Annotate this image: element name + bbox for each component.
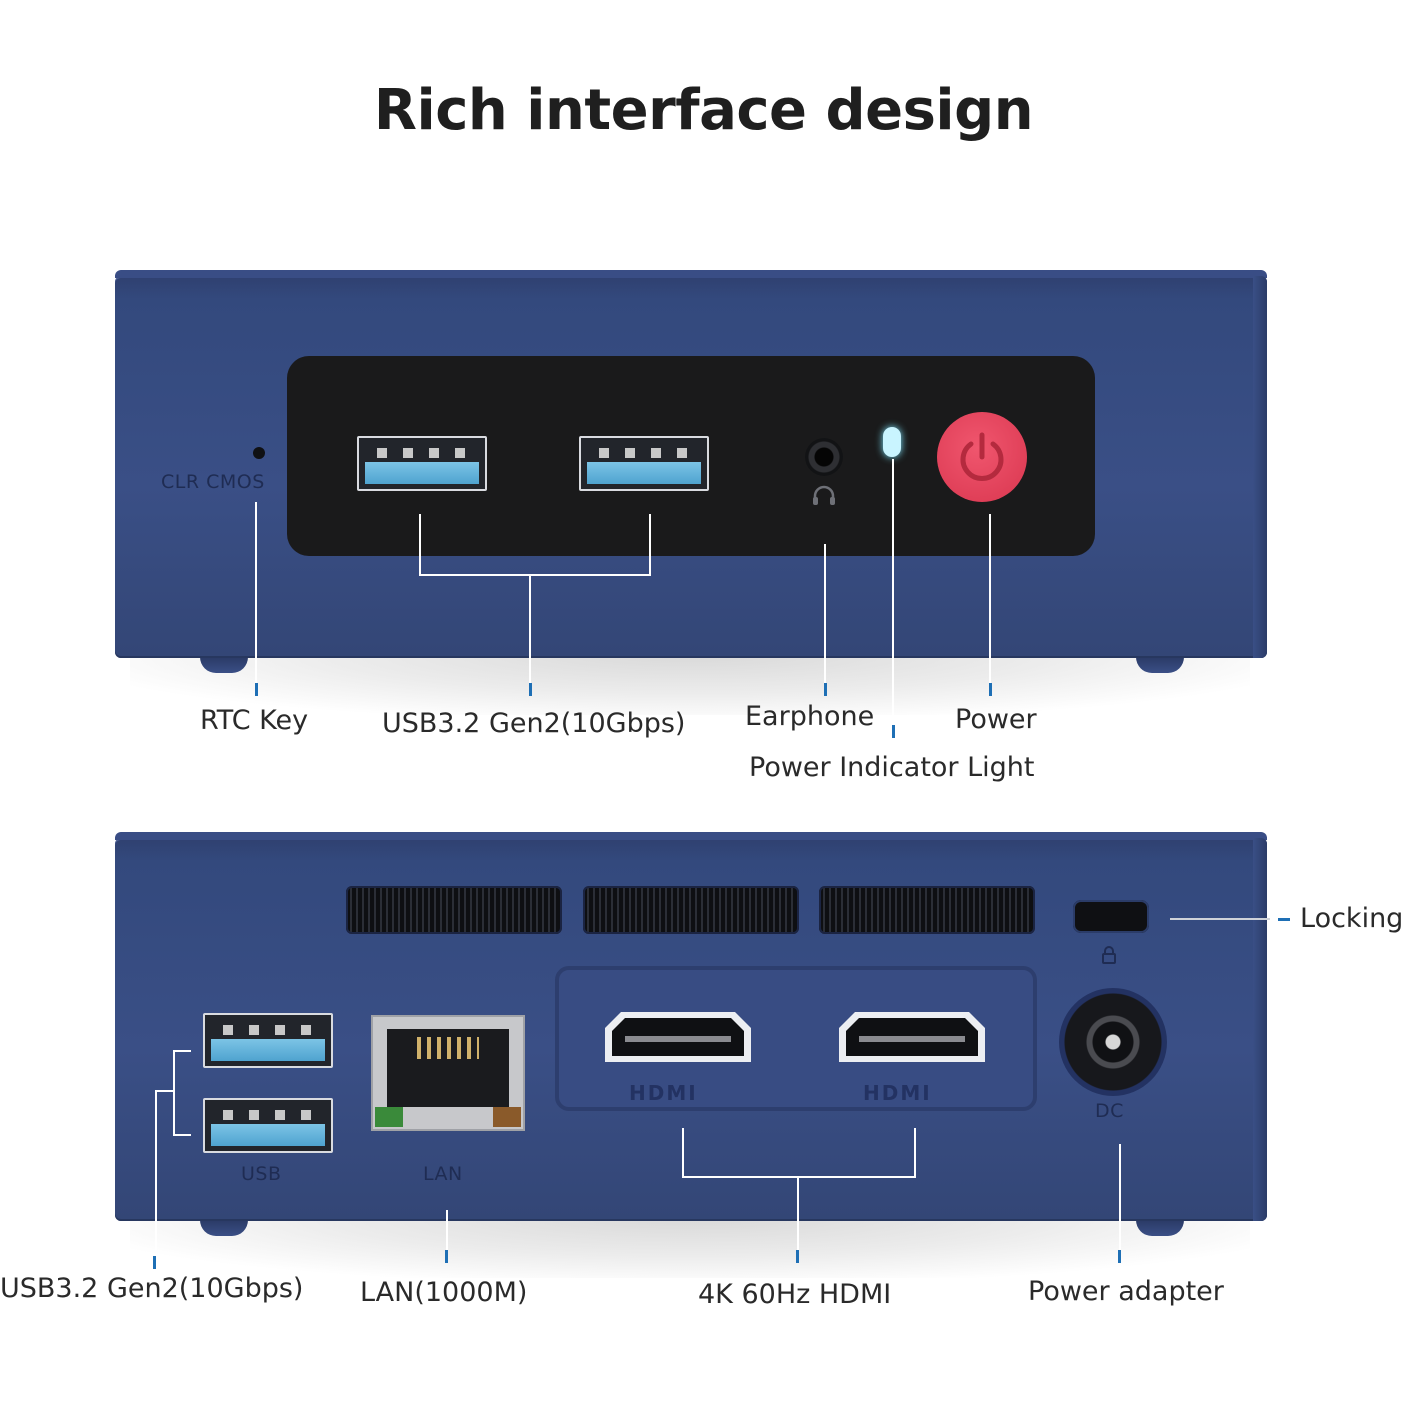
hdmi-logo-2: HDMI	[863, 1081, 932, 1105]
callout-rtc-key: RTC Key	[200, 705, 309, 736]
lock-icon	[1102, 946, 1116, 964]
page-title: Rich interface design	[373, 78, 1034, 143]
back-foot-right	[1136, 1220, 1184, 1236]
vent-1	[346, 886, 562, 934]
hdmi-port-2	[839, 1012, 985, 1062]
earphone-icon	[813, 485, 835, 505]
lan-engraved-label: LAN	[423, 1163, 463, 1185]
lan-port	[371, 1015, 525, 1131]
dc-engraved-label: DC	[1095, 1100, 1124, 1122]
vent-3	[819, 886, 1035, 934]
power-indicator-light	[883, 427, 901, 457]
hdmi-port-1	[605, 1012, 751, 1062]
callout-hdmi: 4K 60Hz HDMI	[698, 1279, 892, 1310]
dc-jack	[1059, 988, 1167, 1096]
callout-power-adapter: Power adapter	[1028, 1276, 1224, 1307]
callout-earphone: Earphone	[745, 701, 875, 732]
power-button[interactable]	[937, 412, 1027, 502]
usb-port-back-2	[203, 1098, 333, 1153]
callout-lan: LAN(1000M)	[360, 1277, 528, 1308]
front-device: CLR CMOS	[115, 270, 1267, 719]
callout-front-usb: USB3.2 Gen2(10Gbps)	[382, 708, 686, 739]
front-foot-right	[1136, 657, 1184, 673]
front-panel	[287, 356, 1095, 556]
clr-cmos-label: CLR CMOS	[161, 471, 265, 493]
usb-port-front-1	[357, 436, 487, 491]
usb-engraved-label: USB	[241, 1163, 282, 1185]
kensington-lock-slot	[1073, 900, 1149, 933]
callout-power-indicator: Power Indicator Light	[749, 752, 1035, 783]
front-shadow	[130, 655, 1250, 715]
front-foot-left	[200, 657, 248, 673]
clr-cmos-pinhole[interactable]	[253, 447, 265, 459]
callout-locking: Locking	[1300, 903, 1404, 934]
hdmi-bay: HDMI HDMI	[555, 966, 1037, 1111]
usb-port-back-1	[203, 1013, 333, 1068]
back-shadow	[130, 1218, 1250, 1278]
hdmi-logo-1: HDMI	[629, 1081, 698, 1105]
callout-power: Power	[955, 704, 1037, 735]
earphone-jack	[805, 438, 843, 476]
back-foot-left	[200, 1220, 248, 1236]
usb-port-front-2	[579, 436, 709, 491]
vent-2	[583, 886, 799, 934]
back-device: USB LAN HDMI HDMI DC	[115, 832, 1267, 1250]
callout-back-usb: USB3.2 Gen2(10Gbps)	[0, 1273, 304, 1304]
power-icon	[960, 432, 1004, 481]
